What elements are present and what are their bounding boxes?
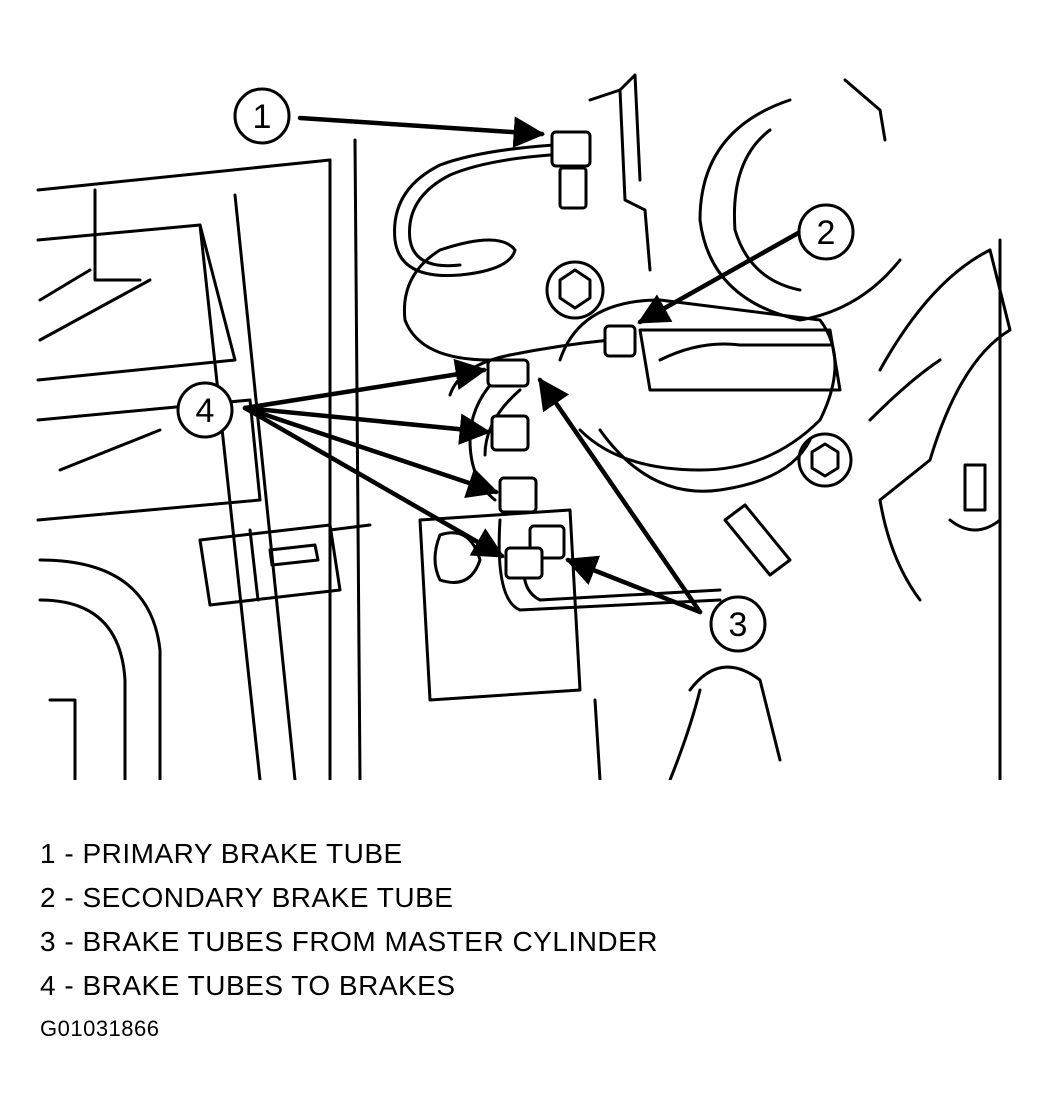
arrow-callout-4b [242, 405, 492, 445]
brake-line-diagram: 1 2 3 4 [36, 73, 1012, 780]
callout-1: 1 [233, 87, 291, 145]
secondary-brake-tube [448, 338, 612, 397]
secondary-tube-fitting [603, 324, 637, 358]
primary-brake-tube [393, 143, 557, 362]
arrow-callout-2 [637, 229, 803, 325]
legend-item-2: 2 - SECONDARY BRAKE TUBE [40, 882, 454, 913]
brake-fitting-2 [490, 414, 530, 452]
legend: 1 - PRIMARY BRAKE TUBE 2 - SECONDARY BRA… [40, 832, 658, 1008]
tube-fittings [486, 130, 637, 580]
leader-arrows [242, 115, 803, 615]
arrow-callout-4c [242, 405, 499, 498]
svg-text:2: 2 [817, 214, 836, 252]
arrow-callout-1 [297, 115, 546, 148]
arrow-callout-3a [537, 377, 703, 615]
callout-4: 4 [176, 381, 234, 439]
brake-fitting-1 [486, 358, 530, 388]
legend-item-1: 1 - PRIMARY BRAKE TUBE [40, 838, 403, 869]
svg-text:1: 1 [253, 98, 272, 136]
svg-text:3: 3 [729, 606, 748, 644]
figure-id: G01031866 [40, 1016, 160, 1041]
brake-fitting-4 [504, 546, 544, 580]
legend-item-3: 3 - BRAKE TUBES FROM MASTER CYLINDER [40, 926, 659, 957]
callout-3: 3 [709, 595, 767, 653]
arrow-callout-4a [242, 358, 488, 411]
callout-2: 2 [797, 203, 855, 261]
arrow-callout-4d [242, 405, 505, 559]
primary-tube-fitting [550, 130, 592, 168]
brake-fitting-3 [498, 476, 538, 514]
svg-text:4: 4 [196, 392, 215, 430]
legend-item-4: 4 - BRAKE TUBES TO BRAKES [40, 970, 456, 1001]
arrow-callout-3b [565, 555, 703, 615]
